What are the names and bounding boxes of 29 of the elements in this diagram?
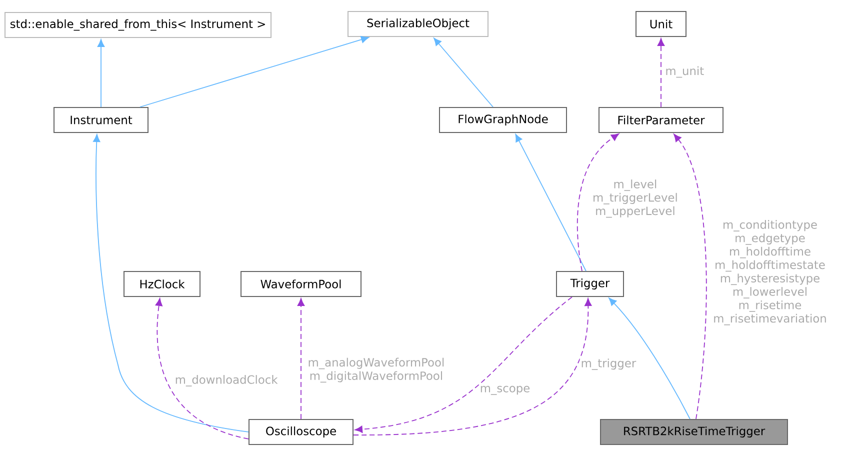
arrow — [140, 36, 369, 108]
class-box: std::enable_shared_from_this< Instrument > — [4, 12, 272, 38]
arrow — [515, 134, 586, 272]
class-box: Oscilloscope — [248, 419, 354, 445]
edge-label: m_conditiontype m_edgetype m_holdofftime m_holdofftimestate m_hysteresistype m_lowerlevel m_risetime m_risetimevariation — [708, 219, 831, 326]
dashed-arrow — [297, 298, 305, 420]
arrow — [434, 38, 494, 108]
edge-label: m_level m_triggerLevel m_upperLevel — [588, 178, 682, 219]
class-box: WaveformPool — [240, 271, 362, 297]
class-box: FlowGraphNode — [439, 107, 567, 133]
arrow — [97, 39, 105, 108]
dashed-arrow — [155, 298, 249, 440]
arrow — [608, 298, 690, 420]
edge-label: m_unit — [664, 65, 706, 79]
edge-label: m_downloadClock — [174, 374, 279, 388]
class-box: Unit — [636, 11, 686, 37]
class-box: Instrument — [54, 107, 148, 133]
class-box: HzClock — [124, 271, 200, 297]
dashed-arrow — [657, 38, 665, 108]
class-box: RSRTB2kRiseTimeTrigger — [600, 419, 788, 445]
edge-label: m_scope — [478, 384, 532, 396]
class-box: FilterParameter — [598, 107, 724, 133]
edge-label: m_trigger — [580, 358, 638, 371]
arrow — [93, 134, 249, 432]
dashed-arrow — [674, 134, 707, 420]
class-box: Trigger — [556, 271, 624, 297]
class-box: SerializableObject — [348, 11, 488, 37]
edge-label: m_analogWaveformPool m_digitalWaveformPool — [304, 356, 448, 384]
dashed-arrow — [576, 133, 620, 272]
